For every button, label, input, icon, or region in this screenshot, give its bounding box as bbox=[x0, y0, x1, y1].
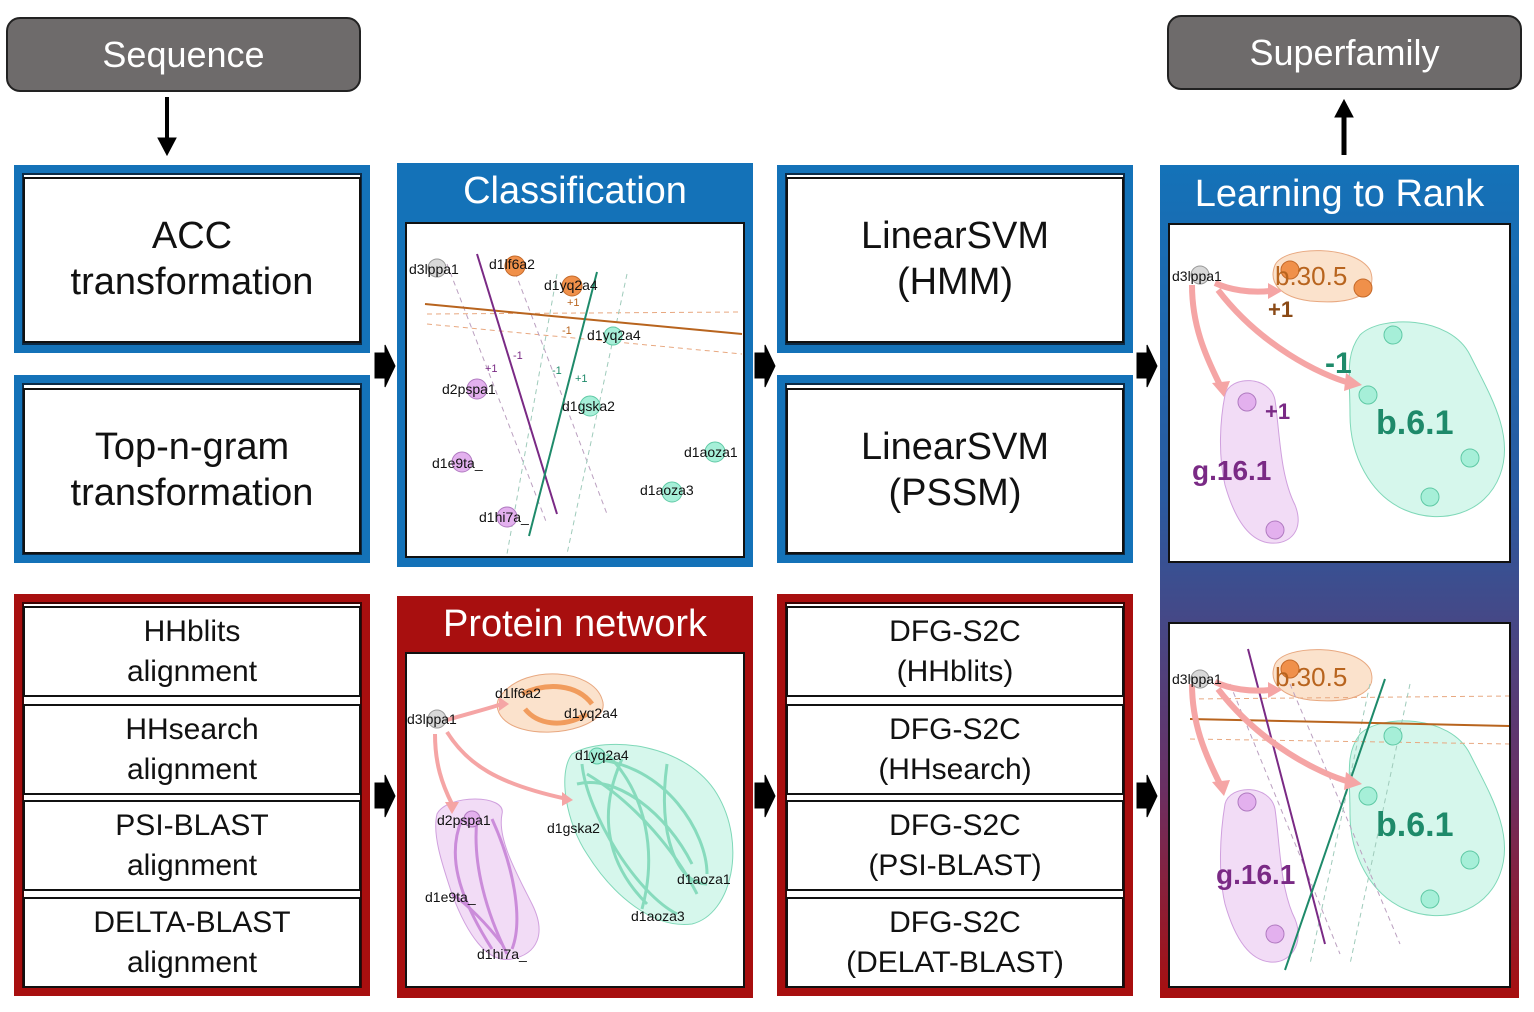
net-label-d1yq2a4-top: d1yq2a4 bbox=[564, 705, 618, 721]
ltr-score-plus-g161: +1 bbox=[1265, 399, 1290, 424]
network-title: Protein network bbox=[397, 596, 753, 652]
sign-plus-brown: +1 bbox=[567, 297, 580, 309]
classification-panel: d3lppa1 d1lf6a2 d1yq2a4 d1yq2a4 d2pspa1 … bbox=[405, 222, 745, 558]
net-label-d2pspa1: d2pspa1 bbox=[437, 812, 491, 828]
ltr-node-d3lppa1 bbox=[1190, 265, 1210, 285]
label-d1aoza3: d1aoza3 bbox=[640, 482, 694, 498]
sign-minus-teal: -1 bbox=[552, 365, 562, 377]
deltablast-alignment: DELTA-BLAST alignment bbox=[23, 897, 361, 988]
node-d3lppa1 bbox=[427, 258, 447, 278]
ltr-score-minus-b61: -1 bbox=[1325, 347, 1352, 380]
superfamily-label: Superfamily bbox=[1249, 31, 1440, 73]
dfg-s2c-hhblits: DFG-S2C (HHblits) bbox=[786, 606, 1124, 697]
net-label-d1yq2a4: d1yq2a4 bbox=[575, 747, 629, 763]
net-label-d1lf6a2: d1lf6a2 bbox=[495, 685, 541, 701]
arrow-right-icon bbox=[374, 344, 396, 388]
ranking-plot: d3lppa1 b.30.5 b.6.1 g.16.1 +1 -1 +1 bbox=[1172, 250, 1505, 544]
net-label-d1gska2: d1gska2 bbox=[547, 820, 600, 836]
linearsvm-hmm: LinearSVM (HMM) bbox=[786, 177, 1124, 343]
net-node-d1yq2a4 bbox=[588, 747, 606, 765]
ltr2-label-b61: b.6.1 bbox=[1376, 806, 1453, 844]
node-d1gska2 bbox=[579, 395, 601, 417]
sign-minus-brown: -1 bbox=[562, 325, 572, 337]
cluster-purple bbox=[435, 798, 540, 961]
node-d1aoza1 bbox=[704, 441, 726, 463]
ltr-label-g161: g.16.1 bbox=[1192, 455, 1271, 486]
dfg-s2c-psiblast: DFG-S2C (PSI-BLAST) bbox=[786, 800, 1124, 891]
hhsearch-alignment: HHsearch alignment bbox=[23, 704, 361, 795]
label-d1aoza1: d1aoza1 bbox=[684, 444, 738, 460]
ltr-label-b305: b.30.5 bbox=[1275, 261, 1347, 291]
ltr-label-query: d3lppa1 bbox=[1172, 268, 1222, 284]
label-d1e9ta: d1e9ta_ bbox=[432, 455, 483, 471]
hhblits-alignment: HHblits alignment bbox=[23, 606, 361, 697]
sequence-box: Sequence bbox=[6, 17, 361, 92]
ltr2-label-g161: g.16.1 bbox=[1216, 859, 1295, 890]
net-node-d3lppa1 bbox=[427, 709, 447, 729]
net-label-d3lppa1: d3lppa1 bbox=[407, 711, 457, 727]
linearsvm-pssm: LinearSVM (PSSM) bbox=[786, 388, 1124, 554]
node-d1lf6a2 bbox=[504, 255, 526, 277]
topn-gram-transformation: Top-n-gram transformation bbox=[23, 388, 361, 554]
classification-title: Classification bbox=[397, 163, 753, 219]
ltr2-label-b305: b.30.5 bbox=[1275, 662, 1347, 692]
ltr-bottom-panel: d3lppa1 b.30.5 b.6.1 g.16.1 bbox=[1168, 622, 1511, 988]
net-label-d1aoza3: d1aoza3 bbox=[631, 908, 685, 924]
label-d1lf6a2: d1lf6a2 bbox=[489, 256, 535, 272]
node-d1yq2a4-b bbox=[603, 326, 623, 346]
net-node-d2pspa1 bbox=[463, 810, 481, 828]
superfamily-box: Superfamily bbox=[1167, 15, 1522, 90]
label-d1hi7a: d1hi7a_ bbox=[479, 509, 529, 525]
sequence-label: Sequence bbox=[102, 33, 265, 75]
label-d1gska2: d1gska2 bbox=[562, 398, 615, 414]
ranking-hyperplane-plot: d3lppa1 b.30.5 b.6.1 g.16.1 bbox=[1172, 648, 1509, 971]
label-d1yq2a4-b: d1yq2a4 bbox=[587, 327, 641, 343]
node-d1aoza3 bbox=[661, 481, 683, 503]
acc-transformation: ACC transformation bbox=[23, 177, 361, 343]
ltr-title: Learning to Rank bbox=[1194, 172, 1485, 215]
sign-plus-purple: +1 bbox=[485, 363, 498, 375]
psiblast-alignment: PSI-BLAST alignment bbox=[23, 800, 361, 891]
ltr-score-plus-b305: +1 bbox=[1268, 297, 1293, 322]
node-d2pspa1 bbox=[466, 378, 488, 400]
protein-network-graph: d1lf6a2 d1yq2a4 d3lppa1 d1yq2a4 d2pspa1 … bbox=[407, 673, 734, 962]
sign-minus-purple: -1 bbox=[513, 350, 523, 362]
sign-plus-teal: +1 bbox=[575, 373, 588, 385]
node-d1yq2a4-a bbox=[561, 275, 583, 297]
ltr2-label-query: d3lppa1 bbox=[1172, 671, 1222, 687]
network-panel: d1lf6a2 d1yq2a4 d3lppa1 d1yq2a4 d2pspa1 … bbox=[405, 652, 745, 988]
label-d1yq2a4-a: d1yq2a4 bbox=[544, 277, 598, 293]
dfg-s2c-hhsearch: DFG-S2C (HHsearch) bbox=[786, 704, 1124, 795]
ltr-label-b61: b.6.1 bbox=[1376, 404, 1453, 442]
label-d2pspa1: d2pspa1 bbox=[442, 381, 496, 397]
label-d3lppa1: d3lppa1 bbox=[409, 261, 459, 277]
node-d1e9ta bbox=[451, 451, 473, 473]
net-label-d1e9ta: d1e9ta_ bbox=[425, 889, 476, 905]
dfg-s2c-delat-blast: DFG-S2C (DELAT-BLAST) bbox=[786, 897, 1124, 988]
node-d1hi7a bbox=[496, 506, 518, 528]
net-label-d1aoza1: d1aoza1 bbox=[677, 871, 731, 887]
net-label-d1hi7a: d1hi7a_ bbox=[477, 946, 527, 962]
ltr-top-panel: d3lppa1 b.30.5 b.6.1 g.16.1 +1 -1 +1 bbox=[1168, 223, 1511, 563]
svm-hyperplane-plot: d3lppa1 d1lf6a2 d1yq2a4 d1yq2a4 d2pspa1 … bbox=[409, 253, 743, 555]
